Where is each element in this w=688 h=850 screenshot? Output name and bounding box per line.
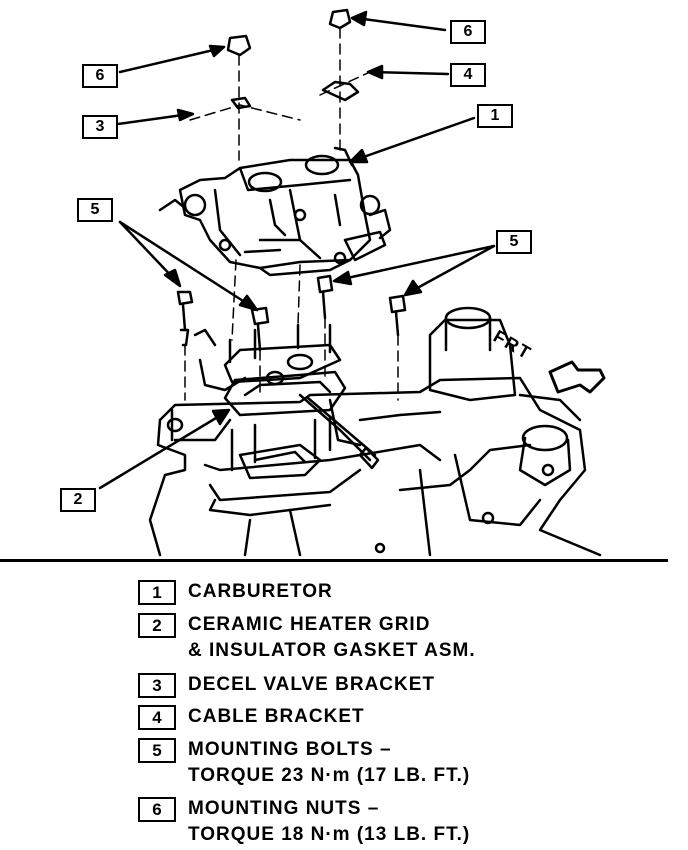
legend-label-line2: TORQUE 18 N·m (13 LB. FT.) bbox=[188, 824, 471, 845]
callout-5-left: 5 bbox=[77, 198, 113, 222]
callout-3: 3 bbox=[82, 115, 118, 139]
engine-intake-manifold bbox=[148, 306, 602, 557]
heater-grid-gasket bbox=[223, 370, 380, 470]
mounting-bolts bbox=[176, 274, 407, 352]
legend-label: CABLE BRACKET bbox=[188, 706, 365, 727]
callout-6-left: 6 bbox=[82, 64, 118, 88]
legend-label: CERAMIC HEATER GRID bbox=[188, 614, 431, 635]
callout-4: 4 bbox=[450, 63, 486, 87]
legend-label-line2: & INSULATOR GASKET ASM. bbox=[188, 640, 476, 661]
legend-number: 1 bbox=[138, 580, 176, 605]
callout-6-right: 6 bbox=[450, 20, 486, 44]
spacer-plate bbox=[223, 323, 342, 386]
legend-number: 3 bbox=[138, 673, 176, 698]
callout-1: 1 bbox=[477, 104, 513, 128]
legend-number: 2 bbox=[138, 613, 176, 638]
legend-label: MOUNTING NUTS – bbox=[188, 798, 380, 819]
legend-label: MOUNTING BOLTS – bbox=[188, 739, 392, 760]
legend-divider bbox=[0, 559, 668, 562]
callout-2: 2 bbox=[60, 488, 96, 512]
front-direction-arrow bbox=[548, 360, 606, 394]
legend-number: 5 bbox=[138, 738, 176, 763]
mounting-nuts bbox=[226, 8, 352, 57]
legend-label-line2: TORQUE 23 N·m (17 LB. FT.) bbox=[188, 765, 471, 786]
legend-number: 6 bbox=[138, 797, 176, 822]
callout-leader-lines bbox=[98, 10, 496, 490]
legend-number: 4 bbox=[138, 705, 176, 730]
legend-label: DECEL VALVE BRACKET bbox=[188, 674, 436, 695]
assembly-center-lines bbox=[184, 27, 399, 401]
carburetor-exploded-view bbox=[98, 8, 606, 557]
carburetor-body bbox=[158, 146, 392, 277]
callout-5-right: 5 bbox=[496, 230, 532, 254]
legend-label: CARBURETOR bbox=[188, 581, 333, 602]
brackets bbox=[230, 80, 360, 110]
